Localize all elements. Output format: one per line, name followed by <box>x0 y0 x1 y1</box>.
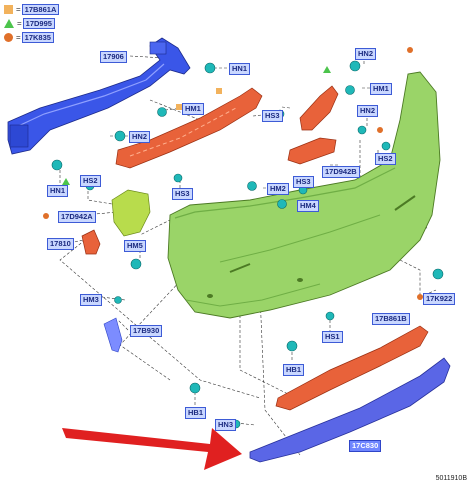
callout-hm1-a[interactable]: HM1 <box>182 103 204 115</box>
callout-17k922[interactable]: 17K922 <box>423 293 456 305</box>
markers <box>43 47 423 300</box>
legend-row-circle: = 17K835 <box>4 32 54 43</box>
left-bracket-17d942a[interactable] <box>111 189 151 237</box>
callout-17b930[interactable]: 17B930 <box>130 325 163 337</box>
callout-hs1[interactable]: HS1 <box>322 331 343 343</box>
callout-17b861b[interactable]: 17B861B <box>372 313 410 325</box>
callout-17d942a[interactable]: 17D942A <box>58 211 96 223</box>
callout-hs3-b[interactable]: HS3 <box>172 188 193 200</box>
legend-row-triangle: = 17D995 <box>4 18 55 29</box>
callout-hb1-a[interactable]: HB1 <box>283 364 305 376</box>
callout-hn1-top[interactable]: HN1 <box>229 63 251 75</box>
callout-17c830[interactable]: 17C830 <box>349 440 382 452</box>
callout-hs2-a[interactable]: HS2 <box>80 175 101 187</box>
callout-hm3-a[interactable]: HM3 <box>80 294 102 306</box>
legend-eq: = <box>16 33 21 42</box>
bumper-cover[interactable] <box>167 71 441 319</box>
reinforcement-beam[interactable] <box>7 37 191 155</box>
square-icon <box>4 5 13 14</box>
legend-row-square: = 17B861A <box>4 4 60 15</box>
callout-17d942b[interactable]: 17D942B <box>322 166 360 178</box>
callout-hs3-c[interactable]: HS3 <box>293 176 314 188</box>
circle-icon <box>4 33 13 42</box>
callout-hb1-b[interactable]: HB1 <box>185 407 207 419</box>
callout-hn2-b[interactable]: HN2 <box>355 48 377 60</box>
red-arrow <box>62 428 242 470</box>
upper-energy-absorber[interactable] <box>115 87 263 169</box>
callout-hs2-b[interactable]: HS2 <box>375 153 396 165</box>
callout-hs3-a[interactable]: HS3 <box>262 110 283 122</box>
legend-eq: = <box>17 19 22 28</box>
lower-absorber-17b861b[interactable] <box>275 325 429 411</box>
callout-hn2-c[interactable]: HN2 <box>357 105 379 117</box>
document-number: 5011910B <box>435 475 467 482</box>
rod-17b930[interactable] <box>103 317 123 353</box>
left-bracket-17810[interactable] <box>81 229 101 255</box>
lower-valance-17c830[interactable] <box>249 357 451 463</box>
legend-part-2: 17K835 <box>21 32 54 43</box>
legend-part-1: 17D995 <box>22 18 55 29</box>
callout-17810[interactable]: 17810 <box>47 238 74 250</box>
triangle-icon <box>4 19 14 28</box>
legend-eq: = <box>16 5 21 14</box>
callout-hm4[interactable]: HM4 <box>297 200 319 212</box>
right-upper-bracket[interactable] <box>287 85 339 165</box>
callout-hm5[interactable]: HM5 <box>124 240 146 252</box>
callout-hn3[interactable]: HN3 <box>215 419 237 431</box>
callout-hm1-b[interactable]: HM1 <box>370 83 392 95</box>
callout-hm2-a[interactable]: HM2 <box>267 183 289 195</box>
callout-17906[interactable]: 17906 <box>100 51 127 63</box>
callout-hn1-left[interactable]: HN1 <box>47 185 69 197</box>
callout-hn2-a[interactable]: HN2 <box>129 131 151 143</box>
legend-part-0: 17B861A <box>21 4 60 15</box>
